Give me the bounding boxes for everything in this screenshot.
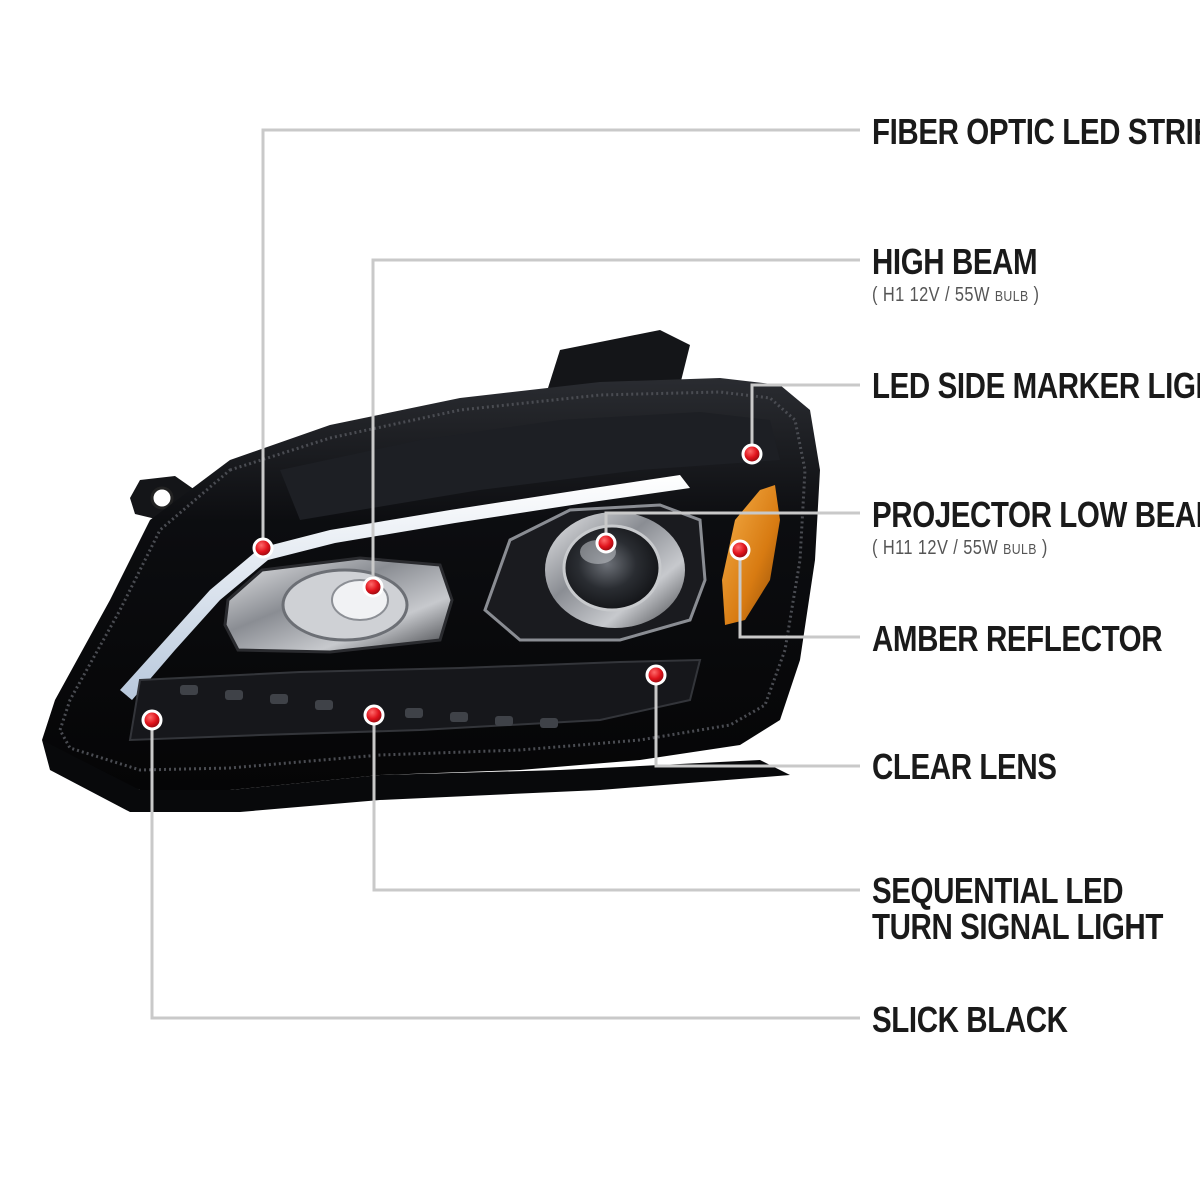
leader-amber [738, 550, 860, 639]
bottom-flange [42, 740, 790, 812]
housing-rim [58, 390, 807, 772]
label-fiber-optic: FIBER OPTIC LED STRIP [872, 114, 1200, 150]
label-projector-spec: ( H11 12V / 55W BULB ) [872, 537, 1048, 559]
label-high-beam-title: HIGH BEAM [872, 241, 1038, 282]
label-projector-title: PROJECTOR LOW BEAM [872, 494, 1200, 535]
leader-clear-lens [654, 675, 860, 768]
dot-side-marker [741, 443, 763, 465]
dot-high-beam [362, 576, 384, 598]
label-sequential: SEQUENTIAL LED TURN SIGNAL LIGHT [872, 873, 1163, 945]
leader-side-marker [750, 383, 860, 454]
label-sequential-line2: TURN SIGNAL LIGHT [872, 906, 1163, 947]
led-segments [180, 685, 558, 728]
label-fiber-optic-title: FIBER OPTIC LED STRIP [872, 111, 1200, 152]
label-high-beam-spec: ( H1 12V / 55W BULB ) [872, 284, 1040, 306]
dot-sequential [363, 704, 385, 726]
label-slick-black: SLICK BLACK [872, 1002, 1068, 1038]
dot-projector [595, 532, 617, 554]
dot-fiber-optic [252, 537, 274, 559]
mount-hole [150, 486, 174, 510]
dot-amber [729, 539, 751, 561]
amber-reflector [722, 485, 780, 625]
dot-slick-black [141, 709, 163, 731]
label-slick-black-title: SLICK BLACK [872, 999, 1068, 1040]
label-amber: AMBER REFLECTOR [872, 618, 1163, 659]
marker-dots [141, 443, 763, 731]
label-amber-title: AMBER REFLECTOR [872, 618, 1163, 659]
label-side-marker-title: LED SIDE MARKER LIGHT [872, 365, 1200, 406]
label-clear-lens-title: CLEAR LENS [872, 746, 1057, 787]
leader-sequential [372, 715, 860, 892]
headlight-housing [42, 330, 820, 812]
label-clear-lens: CLEAR LENS [872, 749, 1057, 785]
leader-slick-black [150, 720, 860, 1020]
label-high-beam: HIGH BEAM ( H1 12V / 55W BULB ) [872, 244, 1039, 308]
label-side-marker: LED SIDE MARKER LIGHT [872, 368, 1200, 404]
fiber-led-strip [120, 475, 690, 700]
label-sequential-line1: SEQUENTIAL LED [872, 870, 1124, 911]
leader-fiber-optic [261, 128, 860, 548]
label-projector: PROJECTOR LOW BEAM ( H11 12V / 55W BULB … [872, 497, 1200, 561]
leader-high-beam [371, 258, 860, 587]
leader-lines [150, 128, 860, 1020]
dot-clear-lens [645, 664, 667, 686]
upper-trim [280, 412, 780, 520]
